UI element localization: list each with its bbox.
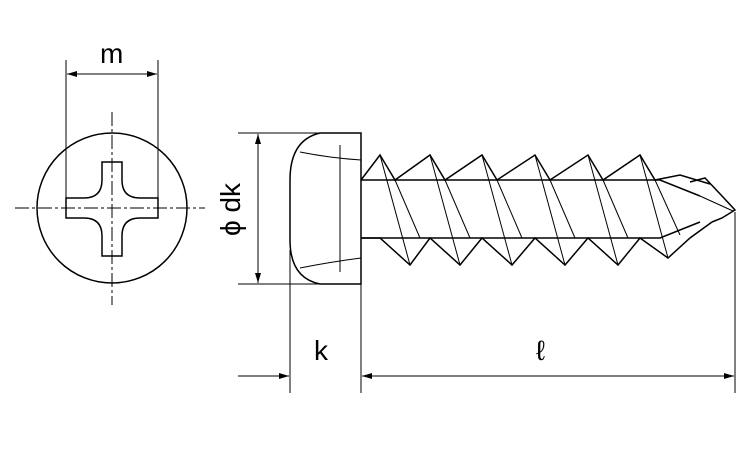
dk-dimension: ϕ dk	[215, 132, 320, 285]
head-recess-line-bottom	[299, 257, 362, 269]
length-dimensions: k ℓ	[238, 212, 736, 393]
phillips-recess-icon	[65, 161, 159, 257]
head-recess-line-top	[299, 151, 362, 161]
k-label: k	[314, 335, 329, 366]
dk-label: ϕ dk	[215, 182, 246, 236]
screw-side-view	[289, 132, 737, 285]
thread-profile-bottom	[361, 221, 713, 267]
screw-tip	[689, 177, 737, 223]
head-circle	[36, 132, 188, 284]
thread-flank-lines	[379, 154, 681, 266]
tip-edge-line	[699, 195, 734, 212]
head-outline	[289, 132, 362, 285]
m-label: m	[100, 38, 123, 69]
length-label: ℓ	[536, 335, 545, 366]
shank-core	[361, 179, 701, 239]
head-top-view: m	[15, 38, 205, 305]
